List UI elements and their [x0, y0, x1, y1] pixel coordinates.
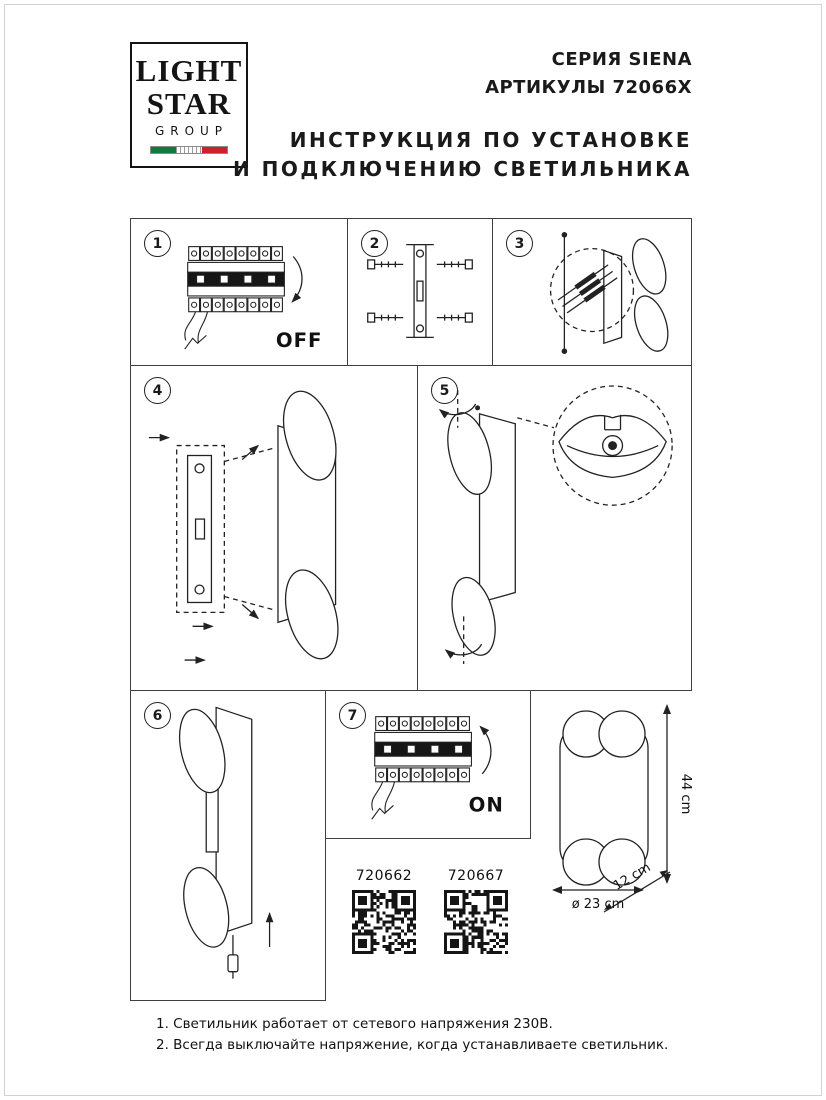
step-7-badge: 7	[339, 702, 366, 729]
logo-text-light: LIGHT	[135, 53, 243, 88]
shade-bottom-view	[558, 414, 667, 479]
circuit-breaker-graphic	[184, 246, 285, 350]
product-right: 720667	[440, 868, 512, 954]
wall-mounting-diagram	[148, 390, 339, 664]
turn-on-arrow	[479, 725, 492, 775]
step-7-panel: 7 ON	[325, 690, 531, 839]
footer-note-2: 2. Всегда выключайте напряжение, когда у…	[156, 1037, 669, 1053]
hook-arrow-bottom	[241, 603, 260, 620]
breaker-on-diagram: ON	[371, 716, 504, 820]
footer-note-1: 1. Светильник работает от сетевого напря…	[156, 1016, 553, 1032]
product-left: 720662	[348, 868, 420, 954]
off-label: OFF	[276, 329, 323, 352]
step-4-panel: 4	[130, 365, 418, 691]
detail-zoom-circle	[549, 247, 635, 333]
header-spacer	[233, 102, 692, 126]
screw-left-bottom	[367, 312, 404, 323]
logo-text-group: GROUP	[154, 124, 229, 138]
instruction-title-line2: И ПОДКЛЮЧЕНИЮ СВЕТИЛЬНИКА	[232, 157, 692, 181]
turn-off-arrow	[291, 256, 303, 303]
step-3-badge: 3	[506, 230, 533, 257]
articles-line: АРТИКУЛЫ 72066X	[485, 77, 692, 98]
terminal-block	[557, 264, 618, 314]
qr-code-right	[444, 890, 508, 954]
logo-text-star: STAR	[146, 86, 232, 121]
step-6-panel: 6	[130, 690, 326, 1001]
step-1-badge: 1	[144, 230, 171, 257]
on-label: ON	[469, 793, 504, 816]
wiring-connection-diagram	[549, 232, 669, 354]
qr-code-left	[352, 890, 416, 954]
series-title: СЕРИЯ SIENA	[551, 49, 692, 70]
flag-white-segment	[176, 147, 202, 153]
step-5-badge: 5	[431, 377, 458, 404]
circuit-breaker-graphic	[371, 716, 472, 820]
step-1-panel: 1 OFF	[130, 218, 348, 366]
detail-zoom-circle	[552, 385, 673, 506]
rotation-adjustment-diagram	[438, 385, 673, 665]
flag-red-segment	[201, 147, 227, 153]
height-dimension-label: 44 cm	[678, 774, 693, 815]
product-qr-codes: 720662 720667	[348, 868, 512, 954]
step-5-panel: 5	[417, 365, 692, 691]
document-header: СЕРИЯ SIENA АРТИКУЛЫ 72066X ИНСТРУКЦИЯ П…	[233, 46, 692, 184]
rotate-arrow-bottom	[444, 643, 483, 659]
cord-weight	[227, 954, 239, 973]
lamp-body	[603, 249, 623, 345]
step-6-badge: 6	[144, 702, 171, 729]
breaker-off-diagram: OFF	[184, 246, 323, 352]
flag-green-segment	[151, 147, 177, 153]
pull-cord-diagram	[178, 706, 274, 979]
mounting-bracket-diagram	[367, 244, 473, 339]
instruction-title-line1: ИНСТРУКЦИЯ ПО УСТАНОВКЕ	[289, 128, 692, 152]
depth-dimension-line	[603, 871, 671, 913]
step-4-badge: 4	[144, 377, 171, 404]
product-code-left: 720662	[355, 868, 413, 884]
center-screw	[608, 441, 618, 451]
screw-right-top	[436, 259, 473, 270]
dimensions-figure: 44 cm 12 cm ø 23 cm	[552, 704, 693, 913]
screw-right-bottom	[436, 312, 473, 323]
lightstar-logo: LIGHT STAR GROUP	[130, 42, 248, 168]
screw-left-top	[367, 259, 404, 270]
rotate-arrow-top	[438, 403, 477, 419]
footer-notes: 1. Светильник работает от сетевого напря…	[156, 1014, 668, 1056]
product-code-right: 720667	[447, 868, 505, 884]
step-3-panel: 3	[492, 218, 692, 366]
diameter-dimension-label: ø 23 cm	[572, 897, 625, 912]
step-2-panel: 2	[347, 218, 493, 366]
italian-flag-stripe	[150, 146, 228, 154]
step-2-badge: 2	[361, 230, 388, 257]
hook-arrow-top	[241, 444, 260, 460]
